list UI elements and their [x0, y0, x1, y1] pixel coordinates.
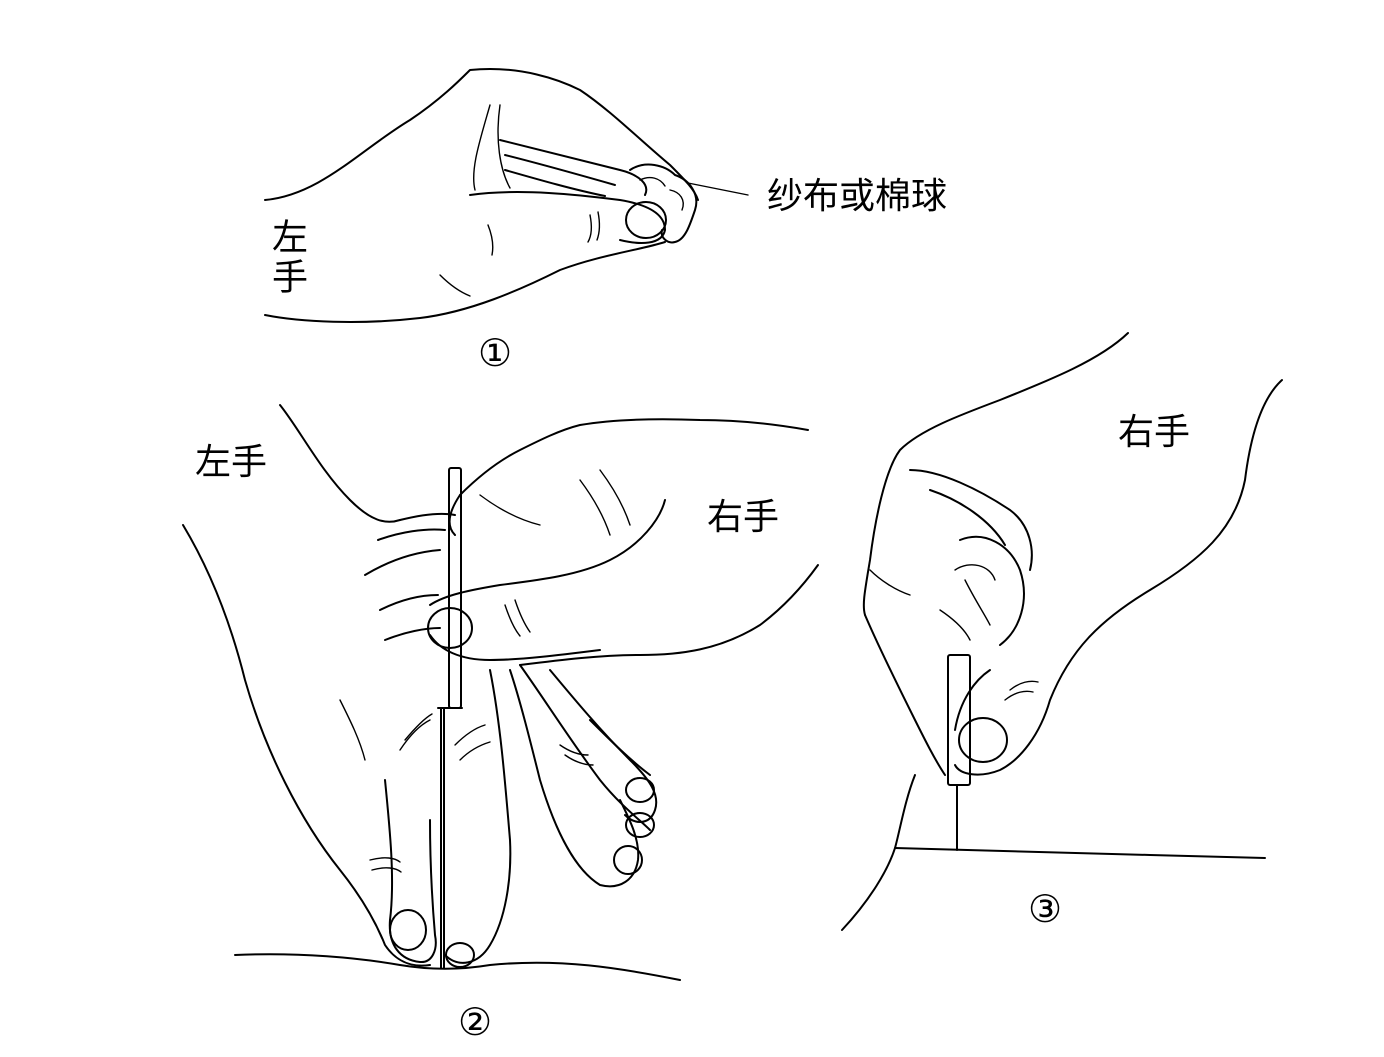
fig2-hand-drawing: [182, 404, 819, 981]
fig1-number: ①: [478, 331, 513, 375]
fig3-number: ③: [1028, 887, 1063, 931]
fig1-hand-drawing: [264, 68, 749, 323]
fig3-right-hand-label: 右手: [1118, 412, 1191, 453]
fig1-hand-label: 左手: [266, 218, 307, 298]
fig2-right-hand-label: 右手: [707, 497, 780, 538]
fig2-left-hand-label: 左手: [195, 442, 268, 483]
fig2-number: ②: [458, 1000, 493, 1044]
fig1-pointer-label: 纱布或棉球: [767, 176, 948, 217]
fig3-hand-drawing: [841, 332, 1283, 931]
